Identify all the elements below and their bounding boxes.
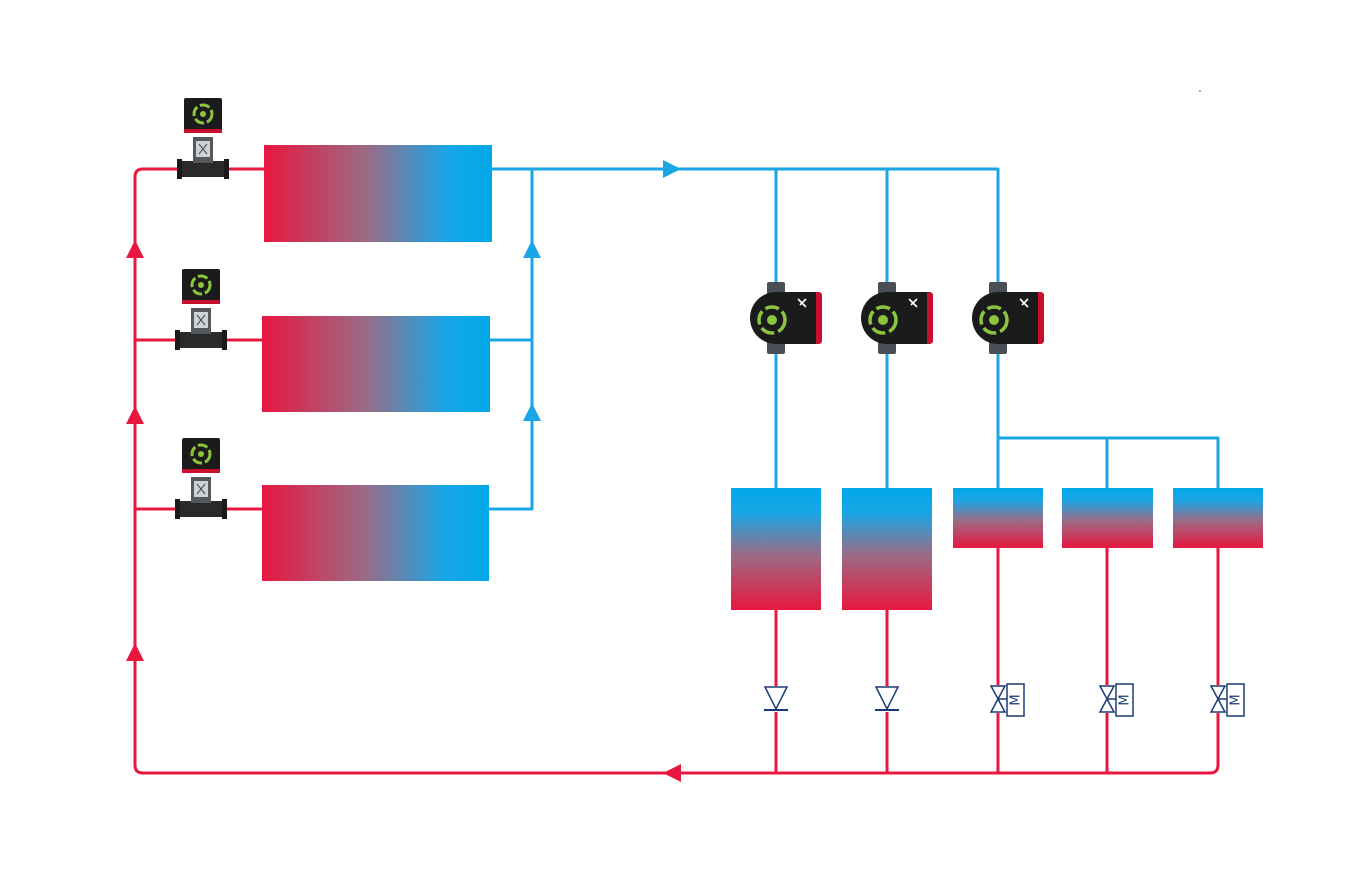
actuator-box — [1226, 683, 1245, 717]
actuator-label: M — [1009, 694, 1024, 705]
load-unit-1[interactable] — [731, 488, 821, 610]
motorized-valve-icon[interactable]: M — [989, 683, 1025, 717]
load-unit-5[interactable] — [1173, 488, 1263, 548]
hot-return-header — [594, 546, 1220, 775]
cold-pipe-out-1 — [490, 167, 1000, 287]
arrow-up-cold-2 — [523, 403, 541, 421]
check-valve-icon[interactable] — [763, 686, 789, 712]
motorized-valve-icon[interactable]: M — [1209, 683, 1245, 717]
circulator-pump-icon[interactable] — [972, 282, 1044, 354]
inline-pump-icon[interactable] — [177, 98, 229, 179]
arrow-up-cold-1 — [523, 240, 541, 258]
check-valve-icon[interactable] — [874, 686, 900, 712]
flow-arrows — [126, 160, 681, 782]
inline-pump-group — [175, 98, 229, 519]
cold-piping — [488, 167, 1220, 511]
source-unit-2[interactable] — [262, 316, 490, 412]
load-unit-3[interactable] — [953, 488, 1043, 548]
inline-pump-icon[interactable] — [175, 438, 227, 519]
actuator-label: M — [1229, 694, 1244, 705]
inline-pump-icon[interactable] — [175, 269, 227, 350]
load-unit-4[interactable] — [1062, 488, 1153, 548]
motorized-valve-icon[interactable]: M — [1098, 683, 1134, 717]
arrow-up-hot-3 — [126, 643, 144, 661]
source-unit-3[interactable] — [262, 485, 489, 581]
arrow-left-return — [663, 764, 681, 782]
actuator-box — [1115, 683, 1134, 717]
cold-manifold — [996, 436, 1220, 492]
circulator-pump-icon[interactable] — [861, 282, 933, 354]
actuator-box — [1006, 683, 1025, 717]
hot-piping — [133, 167, 1220, 775]
source-units — [262, 145, 492, 581]
circulator-pump-group — [750, 282, 1044, 354]
hot-pipe-main-loop — [133, 167, 598, 775]
arrow-up-hot-2 — [126, 406, 144, 424]
circulator-pump-icon[interactable] — [750, 282, 822, 354]
arrow-right-supply — [663, 160, 681, 178]
source-unit-1[interactable] — [264, 145, 492, 242]
load-units — [731, 488, 1263, 610]
stray-dot — [1199, 90, 1201, 92]
arrow-up-hot-1 — [126, 240, 144, 258]
load-unit-2[interactable] — [842, 488, 932, 610]
actuator-label: M — [1118, 694, 1133, 705]
cold-pipe-out-3 — [488, 167, 534, 511]
